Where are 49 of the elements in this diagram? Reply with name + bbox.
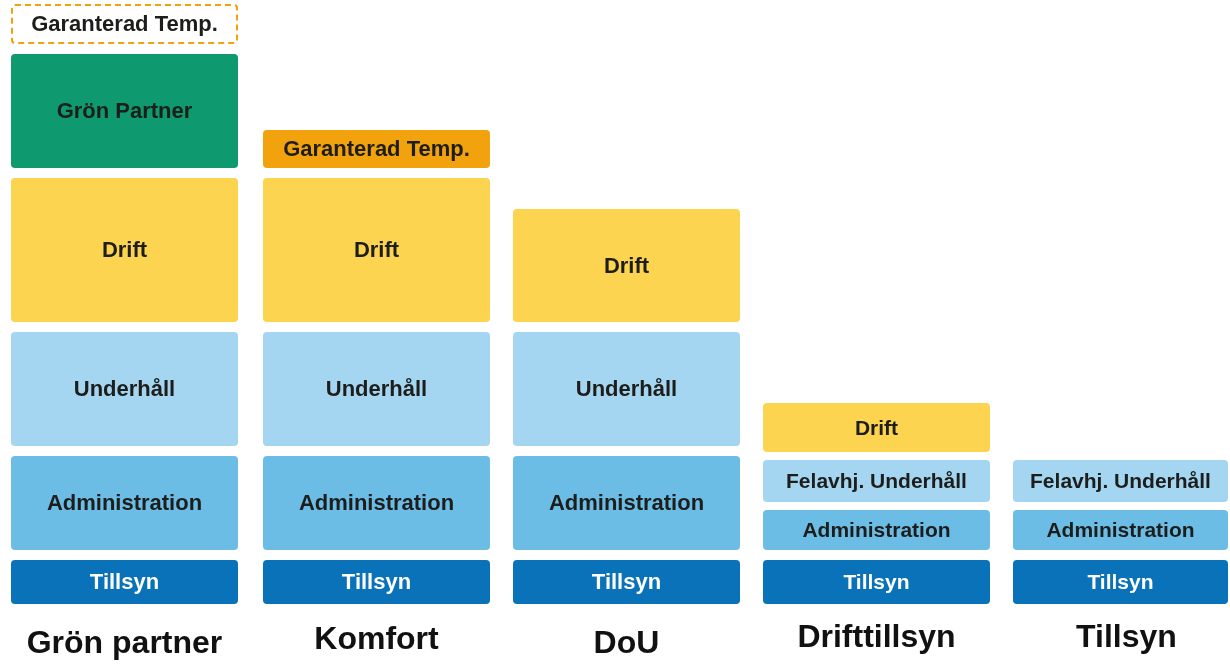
service-block <box>263 560 490 604</box>
column-title: DoU <box>592 624 661 661</box>
block-label: Felavhj. Underhåll <box>1030 469 1211 493</box>
block-label: Underhåll <box>73 376 176 402</box>
service-block <box>263 178 490 322</box>
service-block <box>1013 510 1228 550</box>
block-label: Drift <box>854 415 899 440</box>
block-label: Drift <box>101 237 148 263</box>
block-label: Tillsyn <box>591 569 662 595</box>
block-label: Drift <box>603 252 650 279</box>
service-block <box>11 456 238 550</box>
block-label: Administration <box>1046 518 1195 542</box>
block-label: Garanterad Temp. <box>31 11 218 37</box>
block-label: Administration <box>548 490 705 516</box>
block-label: Administration <box>802 518 951 542</box>
service-block <box>11 54 238 168</box>
block-label: Underhåll <box>575 376 678 402</box>
service-block <box>263 332 490 446</box>
column-title: Drifttillsyn <box>796 618 957 655</box>
service-block <box>513 209 740 322</box>
block-label: Administration <box>298 490 455 516</box>
service-block <box>513 456 740 550</box>
service-block <box>763 510 990 550</box>
service-block <box>513 332 740 446</box>
service-block <box>11 332 238 446</box>
column-title: Grön partner <box>25 624 224 661</box>
block-label: Felavhj. Underhåll <box>786 469 967 493</box>
block-label: Administration <box>46 490 203 516</box>
block-label: Tillsyn <box>843 570 910 594</box>
column-title: Tillsyn <box>1075 618 1178 655</box>
dashed-block <box>11 4 238 44</box>
service-block <box>263 456 490 550</box>
block-label: Tillsyn <box>89 569 160 595</box>
service-block <box>11 178 238 322</box>
service-block <box>513 560 740 604</box>
block-label: Drift <box>353 237 400 263</box>
block-label: Garanterad Temp. <box>283 136 470 162</box>
service-block <box>1013 560 1228 604</box>
block-label: Underhåll <box>325 376 428 402</box>
service-block <box>763 560 990 604</box>
service-block <box>1013 460 1228 502</box>
block-label: Tillsyn <box>1087 570 1154 594</box>
service-block <box>763 460 990 502</box>
service-block <box>763 403 990 452</box>
column-title: Komfort <box>313 620 440 657</box>
block-label: Grön Partner <box>56 98 193 124</box>
block-label: Tillsyn <box>341 569 412 595</box>
guarantee-block <box>263 130 490 168</box>
service-block <box>11 560 238 604</box>
